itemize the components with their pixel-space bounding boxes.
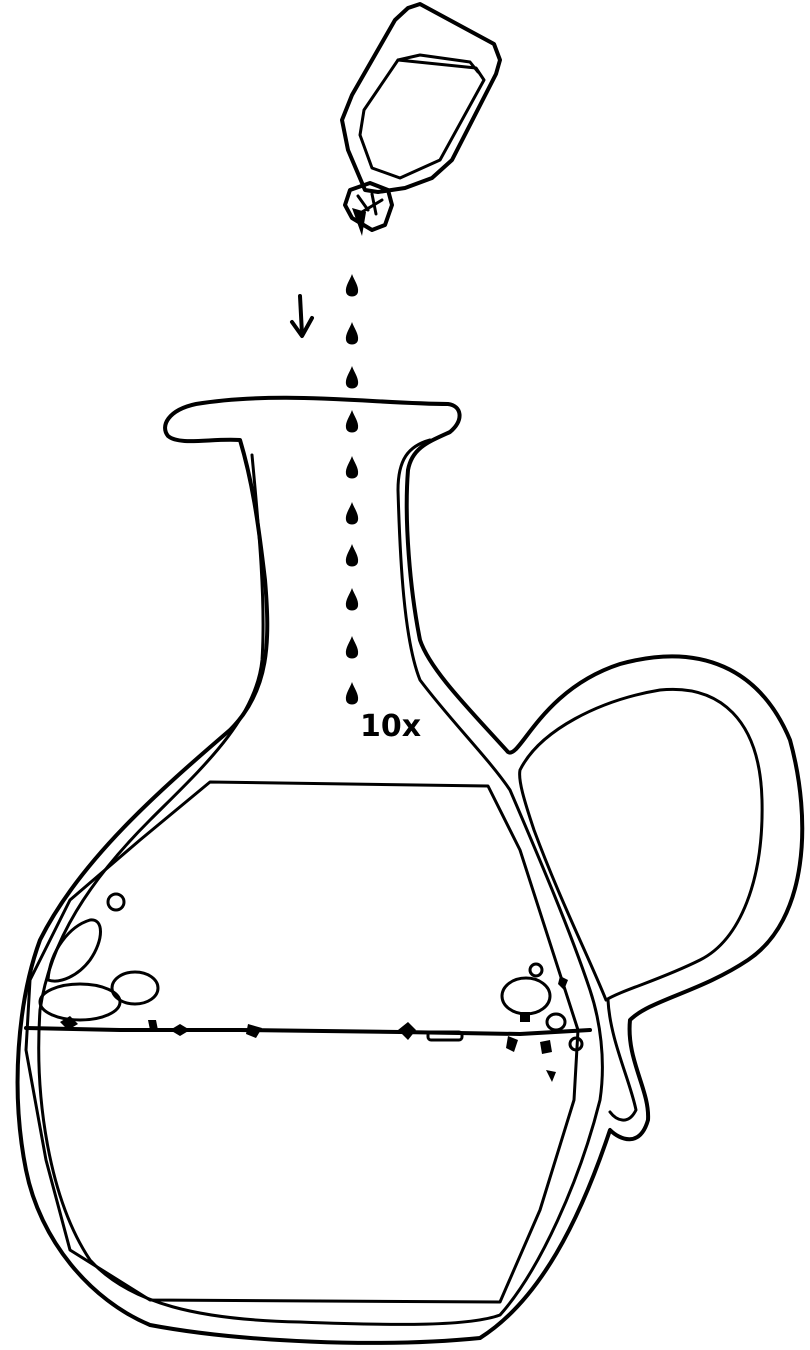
drop-icon xyxy=(346,456,358,479)
drop-icon xyxy=(346,502,358,525)
drop-icon xyxy=(346,366,358,389)
drop-icon xyxy=(346,410,358,433)
drops-group xyxy=(346,274,358,705)
bubble-icon xyxy=(40,894,582,1050)
down-arrow-icon xyxy=(292,296,312,336)
drop-count-label: 10x xyxy=(360,709,421,744)
drop-icon xyxy=(346,274,358,297)
drop-icon xyxy=(346,322,358,345)
carafe-icon xyxy=(18,398,803,1343)
drop-icon xyxy=(346,682,358,705)
drop-icon xyxy=(346,636,358,659)
drop-icon xyxy=(346,588,358,611)
drop-icon xyxy=(346,544,358,567)
dropper-bottle-icon xyxy=(342,4,500,236)
